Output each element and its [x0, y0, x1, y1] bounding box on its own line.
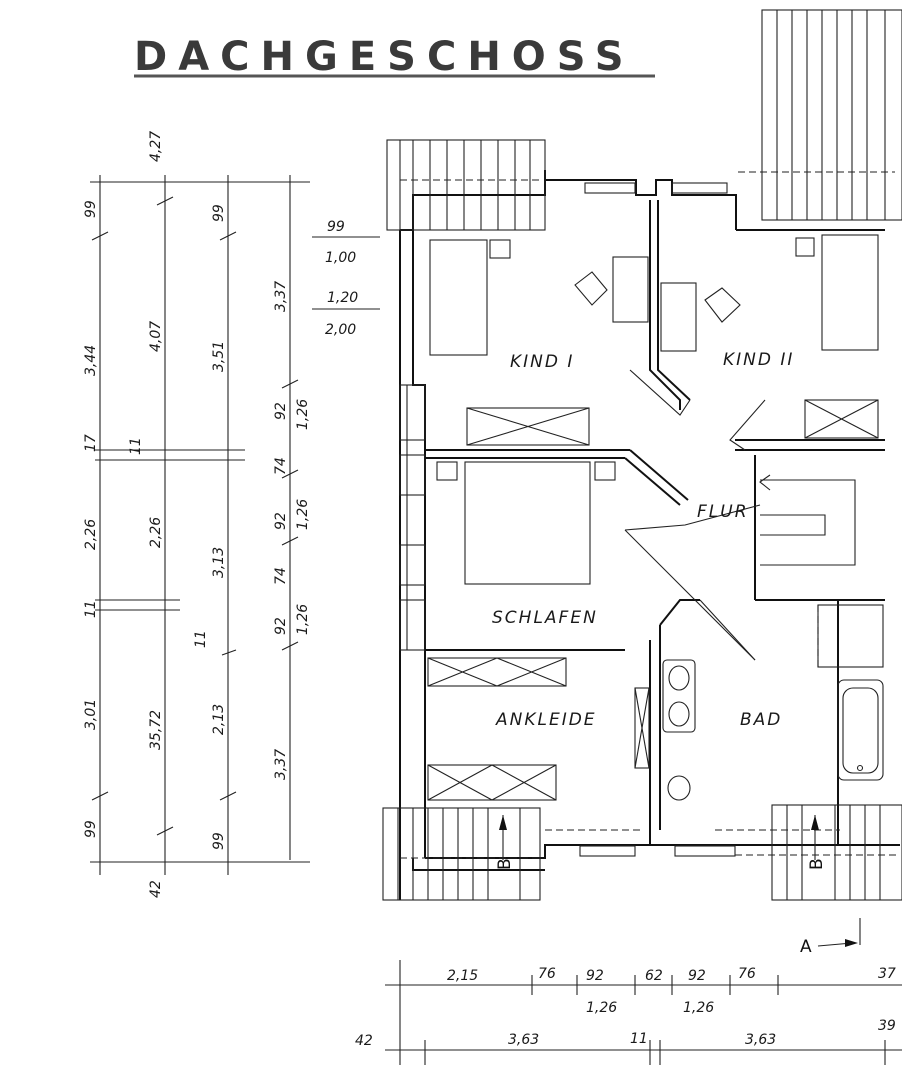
interior-walls — [425, 200, 885, 845]
svg-text:3,63: 3,63 — [745, 1032, 776, 1048]
furniture — [429, 234, 879, 585]
svg-text:92: 92 — [586, 968, 604, 984]
svg-text:17: 17 — [83, 434, 99, 452]
svg-text:2,15: 2,15 — [447, 968, 478, 984]
room-label-flur: FLUR — [697, 502, 749, 522]
svg-text:92: 92 — [273, 617, 289, 635]
horizontal-dimensions — [385, 960, 902, 1065]
svg-text:3,37: 3,37 — [273, 749, 289, 780]
svg-text:99: 99 — [211, 204, 227, 222]
svg-text:3,37: 3,37 — [273, 281, 289, 312]
svg-text:1,26: 1,26 — [586, 1000, 617, 1016]
top-windows — [579, 182, 736, 857]
svg-text:3,01: 3,01 — [83, 699, 99, 730]
svg-text:B: B — [495, 858, 515, 870]
svg-text:99: 99 — [83, 820, 99, 838]
dormer-bottom-right — [771, 804, 902, 901]
window-note: 99 1,00 1,20 2,00 — [312, 219, 380, 338]
svg-text:42: 42 — [355, 1033, 373, 1049]
svg-text:11: 11 — [83, 600, 99, 618]
room-label-bad: BAD — [740, 710, 782, 730]
vertical-dimensions — [90, 175, 310, 875]
svg-text:11: 11 — [193, 630, 209, 648]
svg-text:4,27: 4,27 — [148, 131, 164, 162]
room-label-kind2: KIND II — [723, 350, 794, 370]
svg-text:39: 39 — [878, 1018, 896, 1034]
svg-text:3,63: 3,63 — [508, 1032, 539, 1048]
svg-text:2,00: 2,00 — [325, 322, 356, 338]
svg-text:99: 99 — [211, 832, 227, 850]
svg-text:92: 92 — [273, 512, 289, 530]
svg-text:35,72: 35,72 — [148, 710, 164, 750]
section-marker-a: A — [800, 918, 861, 957]
svg-text:3,44: 3,44 — [83, 345, 99, 376]
svg-text:99: 99 — [83, 200, 99, 218]
bathroom-fixtures — [662, 604, 884, 801]
section-marker-b-right: B — [807, 815, 827, 870]
svg-text:A: A — [800, 937, 812, 957]
left-wall-windows — [399, 384, 426, 651]
svg-text:1,26: 1,26 — [683, 1000, 714, 1016]
horizontal-dim-text: 2,15 76 92 62 92 76 37 1,26 1,26 42 3,63… — [355, 966, 896, 1049]
svg-text:76: 76 — [538, 966, 556, 982]
svg-text:99: 99 — [327, 219, 345, 235]
plan-title: DACHGESCHOSS — [134, 34, 635, 80]
svg-text:2,13: 2,13 — [211, 704, 227, 735]
svg-text:4,07: 4,07 — [148, 321, 164, 352]
svg-text:92: 92 — [273, 402, 289, 420]
room-label-schlafen: SCHLAFEN — [492, 608, 598, 628]
svg-text:92: 92 — [688, 968, 706, 984]
stair-opening — [759, 474, 856, 566]
room-label-ankleide: ANKLEIDE — [495, 710, 597, 730]
vertical-dim-text: 99 3,44 17 2,26 11 3,01 99 4,27 4,07 11 … — [83, 131, 311, 898]
dormer-top-right — [761, 9, 902, 221]
svg-text:1,00: 1,00 — [325, 250, 356, 266]
room-labels: KIND I KIND II FLUR SCHLAFEN ANKLEIDE BA… — [492, 350, 794, 730]
svg-text:1,26: 1,26 — [295, 499, 311, 530]
svg-text:37: 37 — [878, 966, 896, 982]
doors — [624, 369, 766, 661]
svg-text:3,13: 3,13 — [211, 547, 227, 578]
svg-text:1,26: 1,26 — [295, 604, 311, 635]
svg-text:3,51: 3,51 — [211, 341, 227, 372]
dormer-bottom-left — [382, 807, 541, 901]
svg-text:11: 11 — [630, 1031, 648, 1047]
dormer-top-left — [386, 139, 546, 231]
svg-text:62: 62 — [645, 968, 663, 984]
roof-dashed-lines — [400, 171, 900, 859]
wardrobes — [427, 399, 879, 801]
svg-text:2,26: 2,26 — [83, 519, 99, 550]
svg-text:42: 42 — [148, 880, 164, 898]
room-label-kind1: KIND I — [510, 352, 574, 372]
svg-text:11: 11 — [128, 437, 144, 455]
section-marker-b-left: B — [495, 815, 515, 870]
svg-text:74: 74 — [273, 567, 289, 585]
svg-text:76: 76 — [738, 966, 756, 982]
svg-text:1,26: 1,26 — [295, 399, 311, 430]
svg-text:B: B — [807, 858, 827, 870]
svg-text:2,26: 2,26 — [148, 517, 164, 548]
svg-text:74: 74 — [273, 457, 289, 475]
svg-text:1,20: 1,20 — [327, 290, 358, 306]
